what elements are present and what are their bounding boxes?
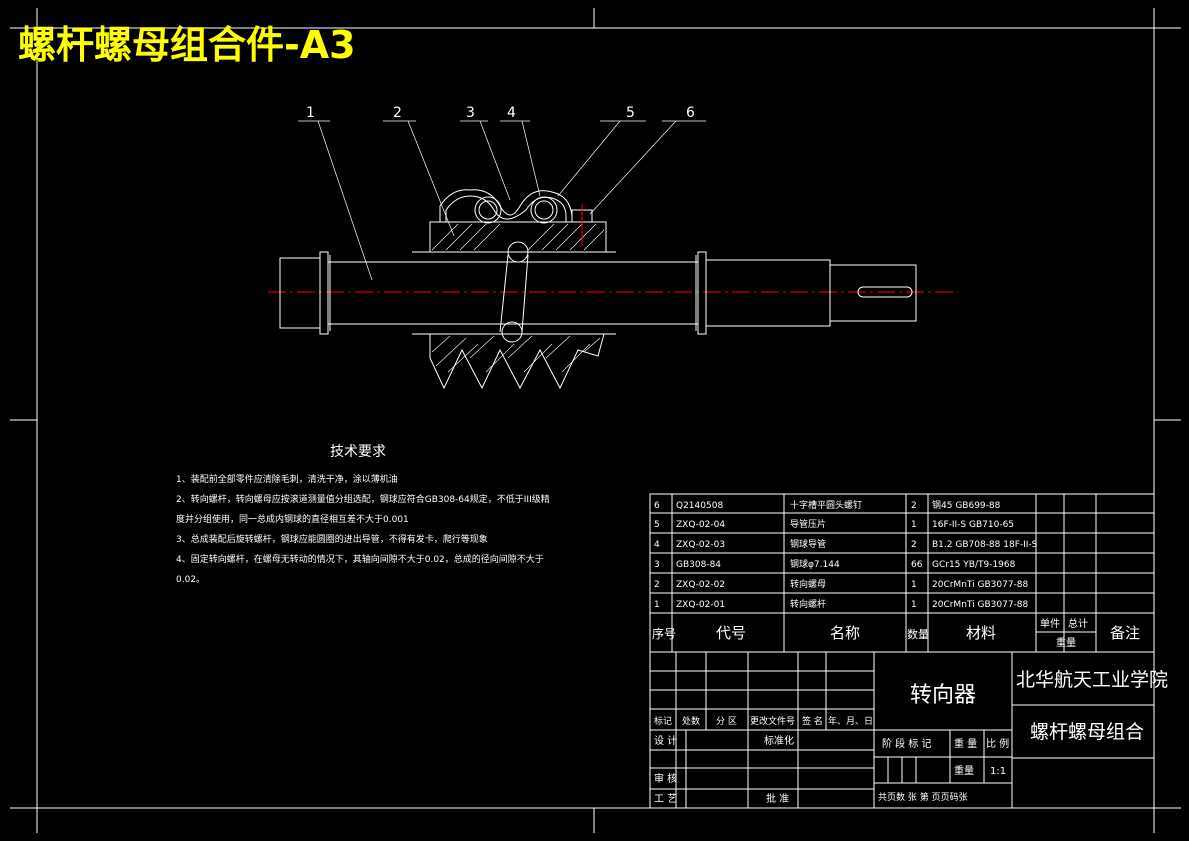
bom-name: 转向螺杆 <box>790 598 826 610</box>
part-balloons: 1 2 3 4 5 6 <box>306 105 695 121</box>
bom-qty: 1 <box>911 580 917 590</box>
bom-name: 导管压片 <box>790 518 826 530</box>
bom-code: GB308-84 <box>676 560 721 570</box>
bom-qty: 1 <box>911 520 917 530</box>
bom-code: ZXQ-02-04 <box>676 520 725 530</box>
weight-label: 重 量 <box>954 737 977 750</box>
bom-name: 十字槽平圆头螺钉 <box>790 499 862 511</box>
hdr-name: 名称 <box>830 624 860 642</box>
balloon-2: 2 <box>393 105 402 121</box>
teeth-hatch <box>431 335 601 373</box>
balloon-6: 6 <box>686 105 695 121</box>
standard-label: 标准化 <box>764 734 794 747</box>
bom-no: 3 <box>654 560 660 570</box>
tech-requirements-heading: 技术要求 <box>330 444 386 460</box>
tech-item-4: 4、固定转向螺杆，在螺母无转动的情况下，其轴向间隙不大于0.02，总成的径向间隙… <box>176 555 544 585</box>
hdr-no: 序号 <box>652 626 676 641</box>
steel-ball <box>530 196 558 224</box>
bom-material: 20CrMnTi GB3077-88 <box>932 600 1029 610</box>
bom-qty: 1 <box>911 600 917 610</box>
scale-value: 1:1 <box>990 766 1006 777</box>
rev-date: 年、月、日 <box>828 715 873 727</box>
nut-teeth <box>429 333 605 390</box>
hdr-qty: 数量 <box>907 628 929 641</box>
bom-name: 钢球导管 <box>790 538 826 550</box>
tech-item-1: 1、装配前全部零件应清除毛刺，清洗干净，涂以薄机油 <box>176 475 398 485</box>
sheets-label: 共页数 张 第 页页码张 <box>878 791 968 803</box>
bom-material: 钢45 GB699-88 <box>932 499 1001 511</box>
bom-no: 5 <box>654 520 660 530</box>
balloon-3: 3 <box>466 105 475 121</box>
tech-item-2: 2、转向螺杆，转向螺母应按滚道测量值分组选配，钢球应符合GB308-64规定，不… <box>176 495 550 525</box>
drawing-title: 螺杆螺母组合件-A3 <box>18 23 356 67</box>
tech-requirements: 1、装配前全部零件应清除毛刺，清洗干净，涂以薄机油 2、转向螺杆，转向螺母应按滚… <box>176 470 556 590</box>
bom-qty: 2 <box>911 540 917 550</box>
rev-sign: 签 名 <box>802 715 823 727</box>
balloon-4: 4 <box>507 105 516 121</box>
bom-material: 20CrMnTi GB3077-88 <box>932 580 1029 590</box>
hdr-total: 总计 <box>1068 617 1088 630</box>
nut-hatch <box>431 223 605 251</box>
design-label: 设 计 <box>654 734 677 747</box>
assembly-name: 螺杆螺母组合 <box>1030 721 1144 743</box>
bom-name: 转向螺母 <box>790 578 826 590</box>
hdr-weight: 重量 <box>1056 636 1076 649</box>
approve-label: 批 准 <box>766 792 789 805</box>
bom-no: 1 <box>654 600 660 610</box>
bom-material: B1.2 GB708-88 18F-II-S <box>932 540 1038 550</box>
guide-tube <box>439 189 573 222</box>
bom-rows: 6 Q2140508 十字槽平圆头螺钉 2 钢45 GB699-88 5 ZXQ… <box>654 499 1038 610</box>
hdr-remark: 备注 <box>1110 624 1140 642</box>
assembly-view <box>268 120 958 390</box>
hdr-unit: 单件 <box>1040 618 1060 630</box>
balloon-1: 1 <box>306 105 315 121</box>
bom-no: 6 <box>654 501 660 511</box>
bom-qty: 66 <box>911 560 923 570</box>
bom-material: 16F-II-S GB710-65 <box>932 520 1014 530</box>
bom-code: ZXQ-02-03 <box>676 540 725 550</box>
screw-shaft <box>279 257 321 329</box>
scale-label: 比 例 <box>986 737 1009 750</box>
title-block <box>649 651 1155 809</box>
bom-qty: 2 <box>911 501 917 511</box>
bom-name: 钢球φ7.144 <box>790 558 840 570</box>
check-label: 审 核 <box>654 772 677 785</box>
balloon-5: 5 <box>626 105 635 121</box>
title-block-text: 转向器 北华航天工业学院 螺杆螺母组合 标记 处数 分 区 更改文件号 签 名 … <box>654 669 1168 805</box>
school-name: 北华航天工业学院 <box>1016 669 1168 691</box>
bom-code: ZXQ-02-01 <box>676 600 725 610</box>
hdr-code: 代号 <box>716 624 746 642</box>
tech-item-3: 3、总成装配后旋转螺杆，钢球应能圆圈的进出导管，不得有发卡，爬行等现象 <box>176 535 488 545</box>
bom-header: 序号 代号 名称 数量 材料 单件 总计 重量 备注 <box>652 617 1140 649</box>
steel-ball <box>474 196 502 224</box>
hdr-material: 材料 <box>966 624 996 642</box>
stage-label: 阶 段 标 记 <box>882 737 932 750</box>
bom-code: ZXQ-02-02 <box>676 580 725 590</box>
rev-count: 处数 <box>682 715 700 727</box>
craft-label: 工 艺 <box>654 793 677 805</box>
bom-code: Q2140508 <box>676 501 723 511</box>
bom-no: 2 <box>654 580 660 590</box>
rev-doc: 更改文件号 <box>750 715 795 727</box>
bom-no: 4 <box>654 540 660 550</box>
sheet-frame <box>10 8 1181 833</box>
product-name: 转向器 <box>910 683 976 708</box>
rev-zone: 分 区 <box>716 716 737 727</box>
rev-mark: 标记 <box>654 715 672 727</box>
bom-material: GCr15 YB/T9-1968 <box>932 560 1016 570</box>
weight2-label: 重量 <box>954 764 974 777</box>
leader-lines <box>298 120 706 281</box>
